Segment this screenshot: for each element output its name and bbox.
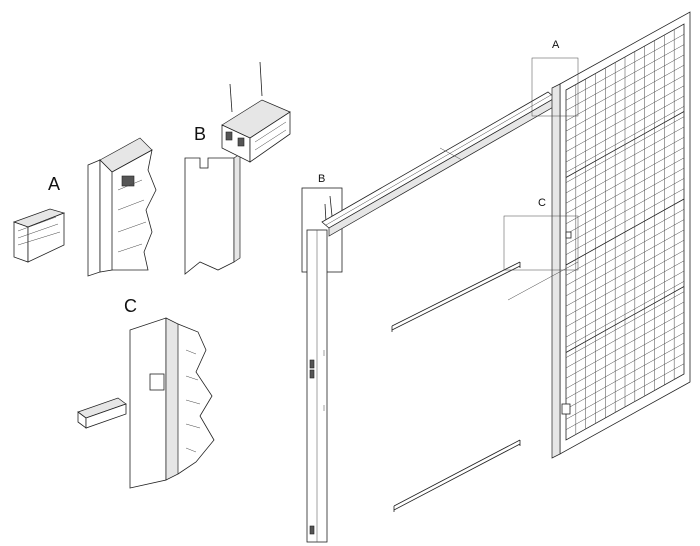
top-rail (321, 91, 556, 237)
brace-bar-lower (393, 439, 521, 512)
mesh-line (565, 147, 685, 214)
detail-c-post-bracket (77, 317, 215, 489)
mesh-line (565, 270, 685, 338)
mesh-line (565, 64, 685, 132)
callout-box-a (531, 57, 579, 117)
detail-a-label: A (48, 174, 60, 194)
mesh-line (565, 239, 685, 307)
mesh-line (565, 167, 685, 235)
mesh-line (565, 178, 685, 245)
mesh-line (565, 75, 685, 142)
mesh-line (565, 229, 685, 297)
mesh-grid (565, 29, 685, 435)
mesh-line (565, 85, 685, 152)
mesh-line (565, 281, 685, 348)
callout-box-c (503, 215, 579, 301)
mesh-line (565, 111, 685, 178)
detail-a-post-top (87, 137, 157, 277)
mesh-line (565, 44, 685, 111)
mesh-line (565, 54, 685, 122)
detail-c-label: C (124, 296, 137, 316)
mesh-line (565, 342, 685, 410)
mesh-line (565, 250, 685, 317)
callout-b-label: B (318, 173, 325, 185)
callout-a-label: A (552, 39, 560, 51)
mesh-line (565, 198, 685, 266)
detail-b-label: B (194, 124, 206, 144)
mesh-line (565, 209, 685, 276)
mesh-line (565, 353, 685, 420)
callout-c-label: C (538, 197, 546, 209)
mesh-line (565, 363, 685, 430)
detail-a-rail-section (12, 208, 66, 263)
mesh-line (565, 260, 685, 327)
mesh-line (565, 106, 685, 173)
mesh-line (565, 322, 685, 389)
mesh-line (565, 332, 685, 400)
mesh-line (565, 188, 685, 255)
mesh-line (565, 126, 685, 194)
mesh-line (565, 116, 685, 183)
mesh-line (565, 219, 685, 286)
mesh-line (565, 34, 685, 101)
detail-b-connector-with-bolts (221, 61, 291, 163)
center-post (301, 187, 343, 543)
mesh-line (565, 137, 685, 204)
mesh-line (565, 291, 685, 358)
detail-b-profile-block (184, 153, 241, 275)
mesh-line (565, 157, 685, 225)
mesh-line (565, 312, 685, 379)
brace-bar-upper (391, 261, 521, 332)
mesh-line (565, 286, 685, 353)
mesh-panel (551, 11, 691, 459)
mesh-line (565, 95, 685, 163)
mesh-line (565, 301, 685, 369)
